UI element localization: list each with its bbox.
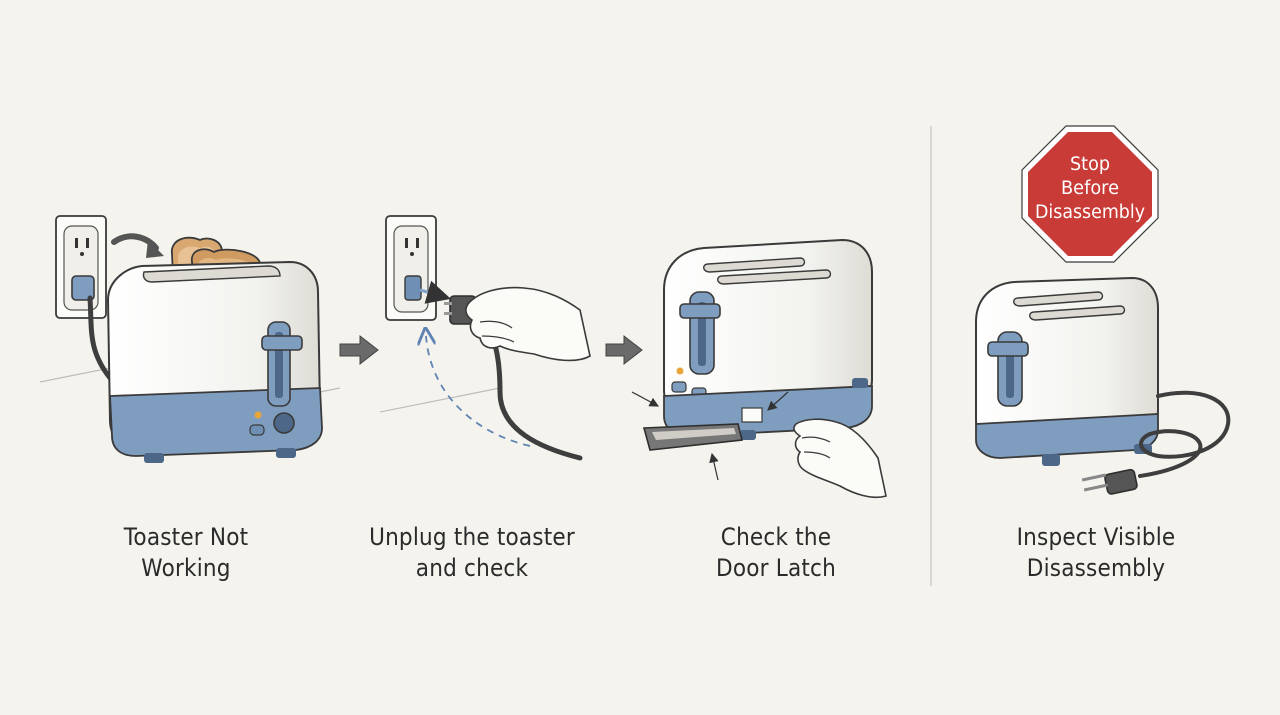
dashed-arrow-icon [426, 336, 531, 447]
hand-icon [465, 286, 591, 362]
wall-outlet [55, 215, 107, 319]
step-2-caption: Unplug the toaster and check [355, 522, 589, 584]
stop-sign-icon: Stop Before Disassembly [1021, 125, 1159, 263]
step-1-caption: Toaster Not Working [69, 522, 303, 584]
caption-line: Unplug the toaster [369, 523, 575, 551]
step-4-illustration: Stop Before Disassembly [975, 125, 1231, 495]
step-3-caption: Check the Door Latch [659, 522, 893, 584]
stop-sign-line-2: Before [1061, 178, 1119, 199]
caption-line: Inspect Visible [1016, 523, 1176, 551]
crumb-tray [642, 423, 743, 451]
pull-arrow-icon [419, 280, 451, 304]
step-4-caption: Inspect Visible Disassembly [979, 522, 1213, 584]
toaster [663, 238, 873, 440]
door-latch [741, 407, 763, 423]
toaster-with-toast [106, 236, 323, 463]
caption-line: Disassembly [1026, 554, 1166, 582]
caption-line: Door Latch [716, 554, 836, 582]
toaster [975, 276, 1159, 466]
plug-icon [71, 275, 113, 381]
coiled-cord [1081, 390, 1231, 495]
curved-arrow-icon [111, 233, 159, 251]
step-1-illustration [39, 215, 341, 463]
caption-line: and check [415, 554, 529, 582]
caption-line: Working [141, 554, 231, 582]
arrow-2-icon [605, 334, 643, 366]
hand-icon [793, 418, 887, 499]
arrow-1-icon [339, 334, 379, 366]
stop-sign-line-1: Stop [1070, 154, 1110, 175]
caption-line: Check the [720, 523, 832, 551]
step-2-illustration [379, 215, 591, 461]
step-3-illustration [631, 238, 887, 499]
wall-outlet [385, 215, 437, 321]
stop-sign-line-3: Disassembly [1035, 202, 1145, 223]
caption-line: Toaster Not [123, 523, 249, 551]
